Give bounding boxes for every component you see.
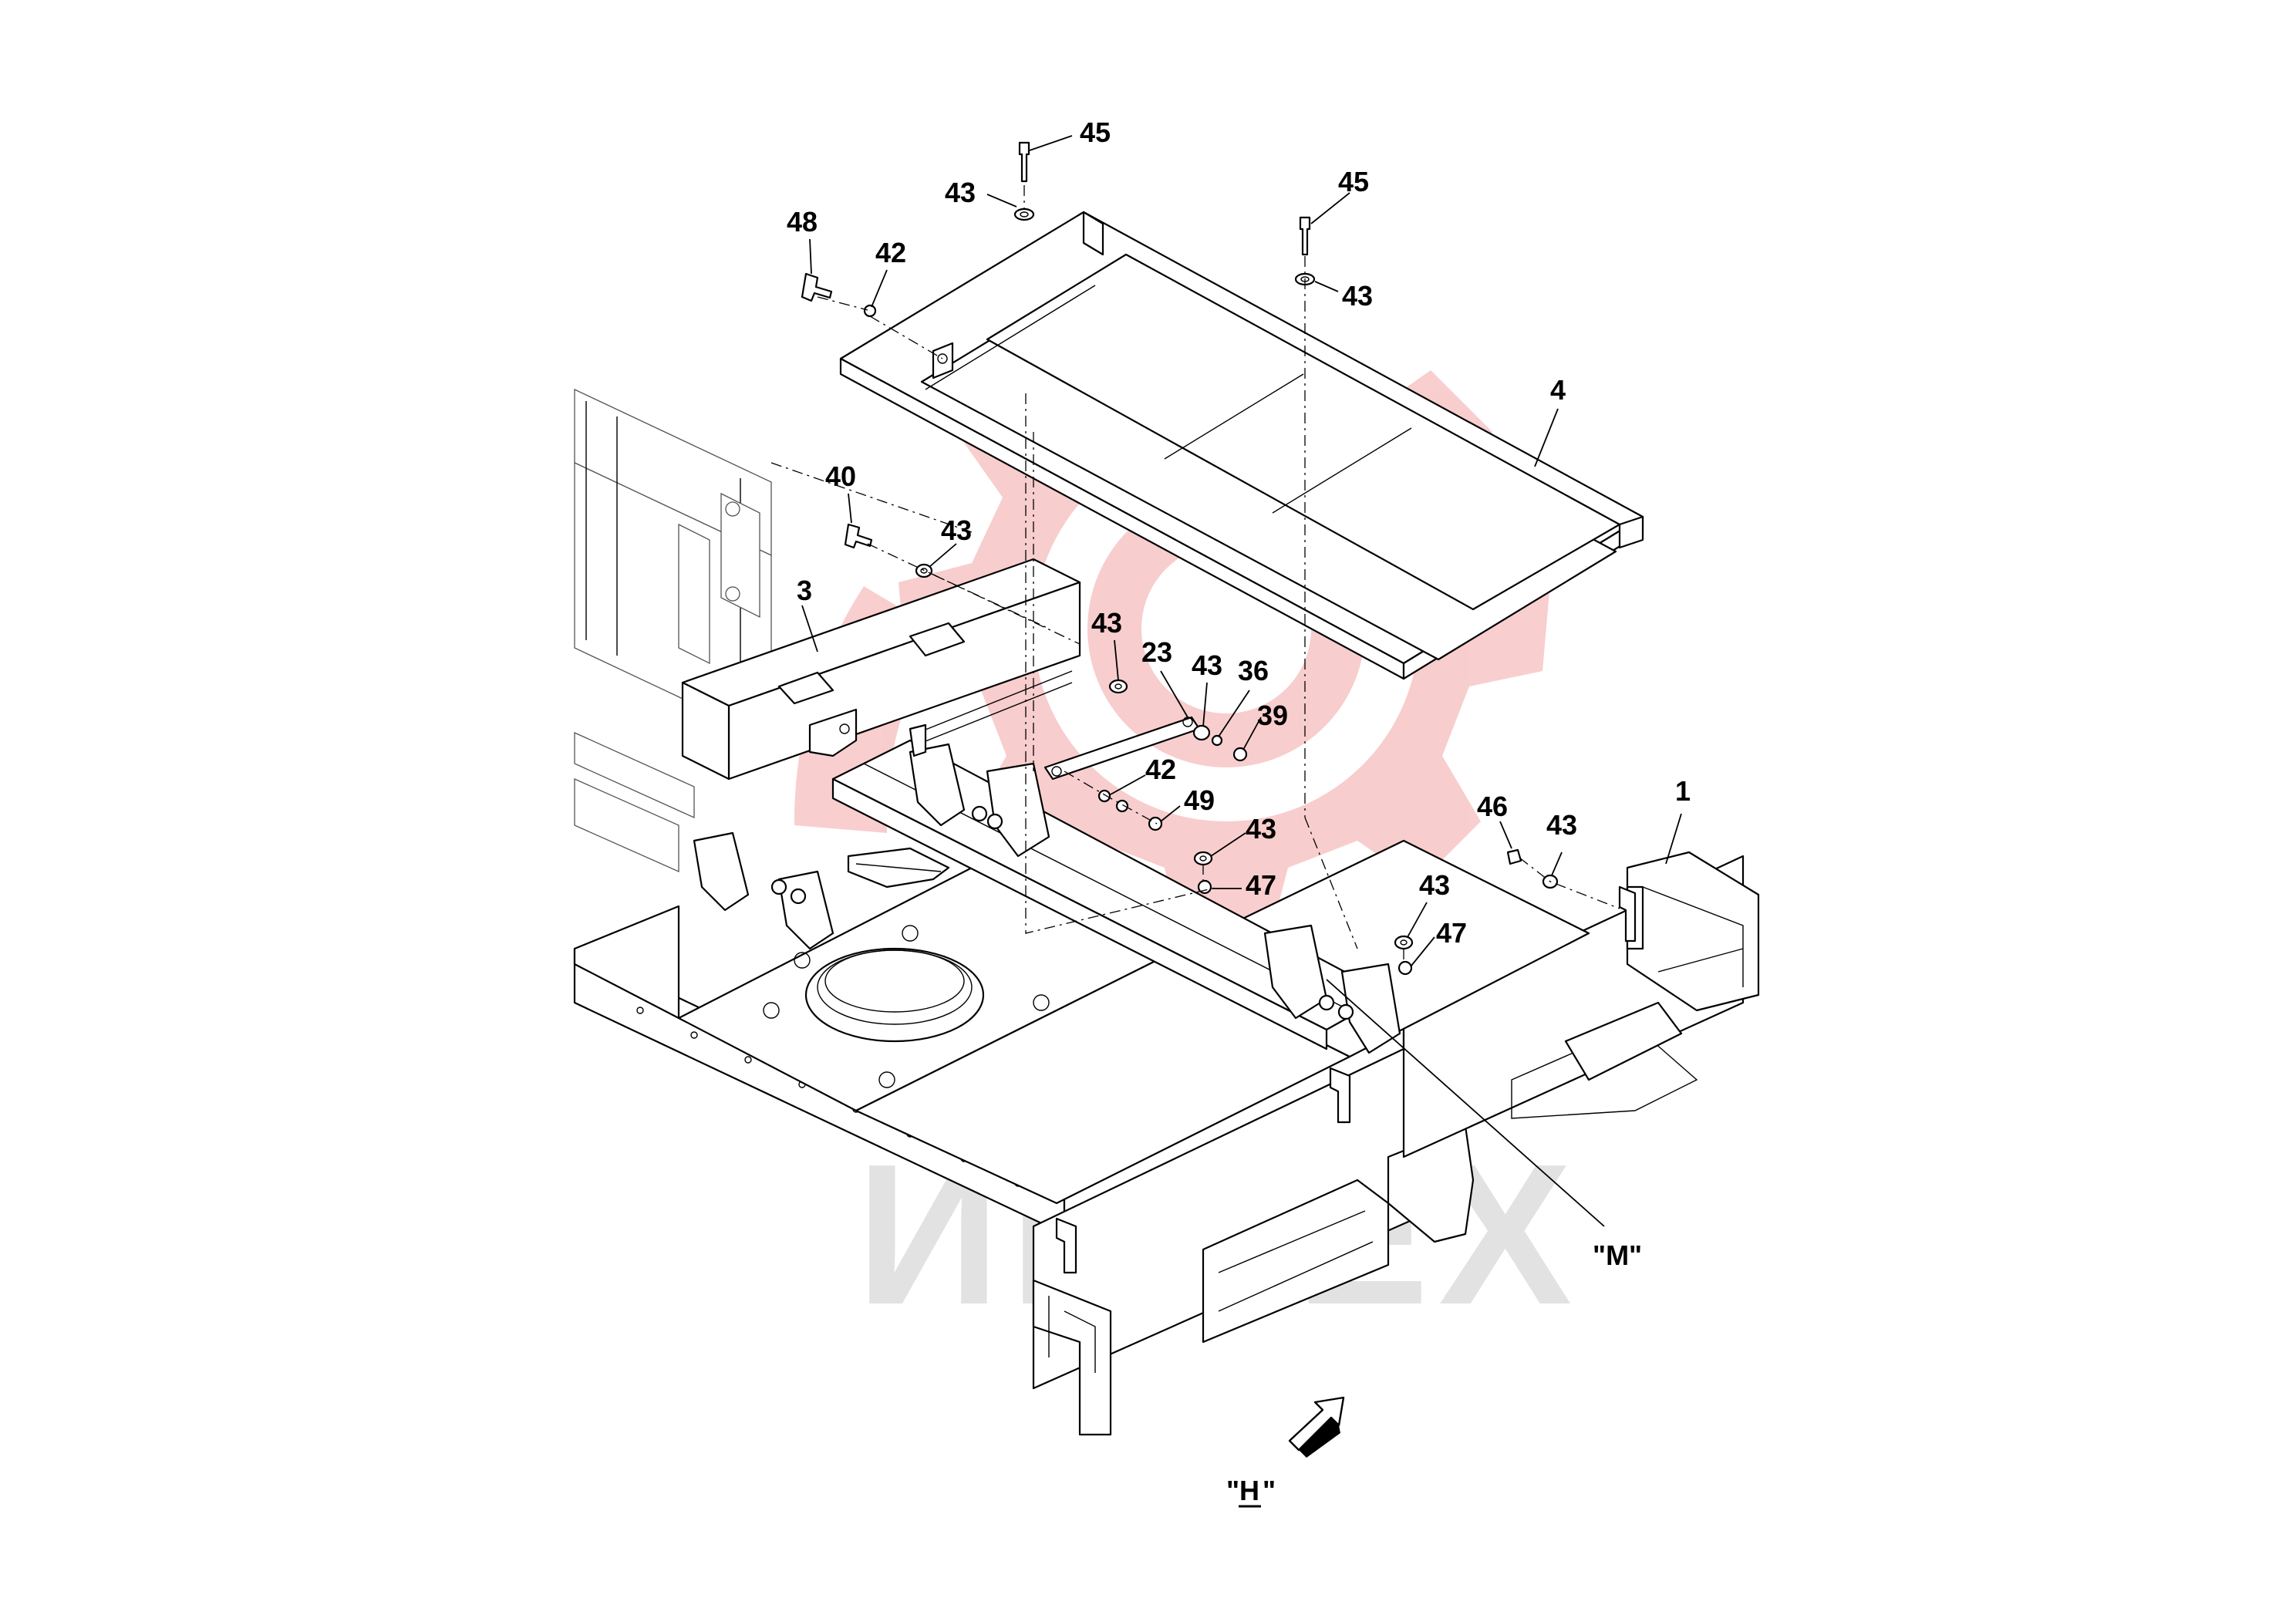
washer-43-lower — [1394, 935, 1414, 950]
direction-arrow-icon — [1288, 1396, 1345, 1458]
callout-46: 46 — [1477, 791, 1508, 822]
bolt-45-right — [1299, 216, 1311, 256]
callout-43-right: 43 — [1342, 280, 1373, 312]
callout-23: 23 — [1141, 636, 1172, 668]
callout-42-top: 42 — [875, 237, 906, 268]
callout-47-lower: 47 — [1436, 917, 1467, 949]
phantom-frame-left — [574, 388, 772, 873]
callout-43-top: 43 — [945, 177, 976, 208]
bolt-45-top — [1018, 141, 1030, 183]
nut-49 — [1148, 816, 1163, 831]
callout-1: 1 — [1675, 775, 1691, 807]
washer-42-b — [1115, 799, 1129, 813]
hardware — [801, 141, 1559, 976]
washer-42-top — [863, 304, 877, 318]
nut-39 — [1232, 747, 1248, 762]
bolt-40 — [844, 523, 873, 549]
callout-3: 3 — [797, 575, 812, 606]
callout-45-right: 45 — [1338, 166, 1369, 197]
view-h-letter: H — [1239, 1475, 1259, 1506]
view-label-m: "M" — [1593, 1239, 1642, 1271]
callout-43-far-right: 43 — [1546, 809, 1577, 841]
callout-42-mid: 42 — [1145, 754, 1176, 785]
view-h-quote-close: " — [1263, 1475, 1276, 1506]
callout-labels: 45 43 45 43 48 42 4 40 43 3 43 23 43 36 … — [787, 116, 1691, 949]
washer-43-center — [1193, 851, 1213, 866]
view-h-quote-open: " — [1226, 1475, 1239, 1506]
leader-lines — [801, 135, 1682, 1227]
washer-42-a — [1097, 789, 1111, 803]
callout-48: 48 — [787, 206, 818, 238]
cross-member — [693, 739, 1401, 1054]
top-cover-4 — [839, 211, 1644, 680]
callout-43-strap: 43 — [1091, 607, 1122, 639]
callout-43-left: 43 — [941, 514, 972, 546]
callout-43-lower: 43 — [1419, 869, 1450, 901]
bolt-46 — [1506, 848, 1522, 865]
callout-40: 40 — [825, 460, 856, 492]
washer-43-mid — [1192, 724, 1211, 741]
callout-45-top: 45 — [1080, 116, 1111, 148]
view-label-h: " H " — [1226, 1475, 1276, 1508]
nut-47-center — [1197, 879, 1212, 895]
assembly-lines — [770, 185, 1620, 964]
callout-47-center: 47 — [1246, 869, 1276, 901]
callout-36: 36 — [1238, 655, 1269, 686]
washer-43-top — [1013, 207, 1035, 221]
callout-39: 39 — [1257, 700, 1288, 731]
callout-4: 4 — [1550, 374, 1566, 406]
washer-36 — [1211, 734, 1223, 747]
washer-43-strap — [1108, 679, 1128, 694]
callout-43-mid: 43 — [1192, 649, 1222, 681]
channel-bracket-3 — [681, 558, 1081, 781]
callout-49: 49 — [1184, 784, 1215, 816]
bolt-48 — [801, 272, 833, 302]
callout-43-center: 43 — [1246, 813, 1276, 845]
nut-47-lower — [1397, 960, 1413, 976]
